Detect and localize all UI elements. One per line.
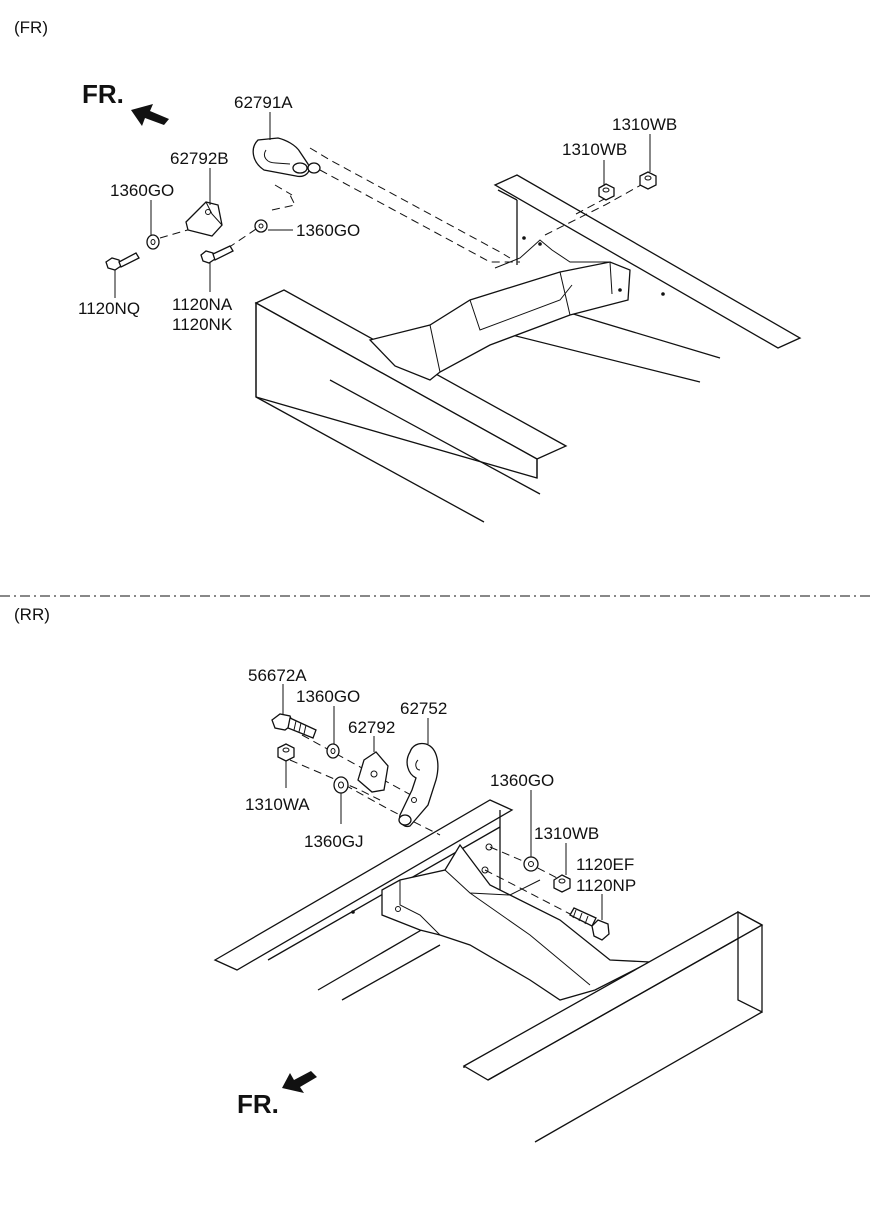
front-direction-arrow-icon — [131, 104, 169, 126]
rear-washer-1360GO-top — [326, 743, 340, 759]
front-tow-hook-62791A — [252, 137, 321, 178]
label-1310WB-front-a: 1310WB — [612, 115, 677, 134]
rear-bolt-1120EF — [569, 907, 610, 941]
front-bracket-62792B — [185, 201, 223, 237]
front-washer-right-1360GO — [254, 219, 268, 233]
front-direction-label: FR. — [82, 79, 124, 109]
label-1120NK: 1120NK — [172, 315, 233, 334]
label-1120NP: 1120NP — [576, 876, 636, 895]
label-1360GO-front-left: 1360GO — [110, 181, 174, 200]
front-nut-1310WB-b — [639, 171, 657, 190]
label-1120NQ: 1120NQ — [78, 299, 140, 318]
front-leader-lines — [114, 112, 651, 298]
rear-nut-1310WA — [277, 743, 295, 762]
front-bolt-right-1120NA — [200, 245, 234, 264]
front-section-label: (FR) — [14, 18, 48, 37]
label-62792: 62792 — [348, 718, 395, 737]
front-washer-left-1360GO — [146, 234, 160, 250]
label-62752: 62752 — [400, 699, 447, 718]
rear-direction-label: FR. — [237, 1089, 279, 1119]
rear-tow-hook-62752 — [398, 742, 439, 828]
rear-frame-drawing — [213, 799, 764, 1143]
label-1360GO-rear-right: 1360GO — [490, 771, 554, 790]
label-1310WB-rear: 1310WB — [534, 824, 599, 843]
rear-section-label: (RR) — [14, 605, 50, 624]
label-1360GJ: 1360GJ — [304, 832, 364, 851]
rear-bracket-62792 — [357, 751, 389, 793]
front-assembly-lines — [159, 147, 651, 263]
label-62792B: 62792B — [170, 149, 229, 168]
label-1360GO-front-right: 1360GO — [296, 221, 360, 240]
front-frame-drawing — [254, 174, 802, 523]
rear-direction-indicator: FR. — [237, 1071, 317, 1119]
label-1120NA: 1120NA — [172, 295, 233, 314]
label-62791A: 62791A — [234, 93, 293, 112]
rear-direction-arrow-icon — [282, 1071, 317, 1093]
rear-leader-lines — [282, 684, 603, 920]
rear-bolt-56672A — [271, 713, 317, 739]
label-1120EF: 1120EF — [576, 855, 634, 874]
label-1310WA: 1310WA — [245, 795, 310, 814]
front-bolt-left-1120NQ — [105, 252, 140, 271]
label-1360GO-rear-top: 1360GO — [296, 687, 360, 706]
rear-nut-1310WB — [553, 874, 571, 893]
rear-washer-1360GO-right — [523, 856, 539, 872]
label-56672A: 56672A — [248, 666, 307, 685]
label-1310WB-front-b: 1310WB — [562, 140, 627, 159]
rear-washer-1360GJ — [333, 776, 349, 794]
front-direction-indicator: FR. — [82, 79, 169, 126]
front-nut-1310WB-a — [598, 183, 615, 201]
